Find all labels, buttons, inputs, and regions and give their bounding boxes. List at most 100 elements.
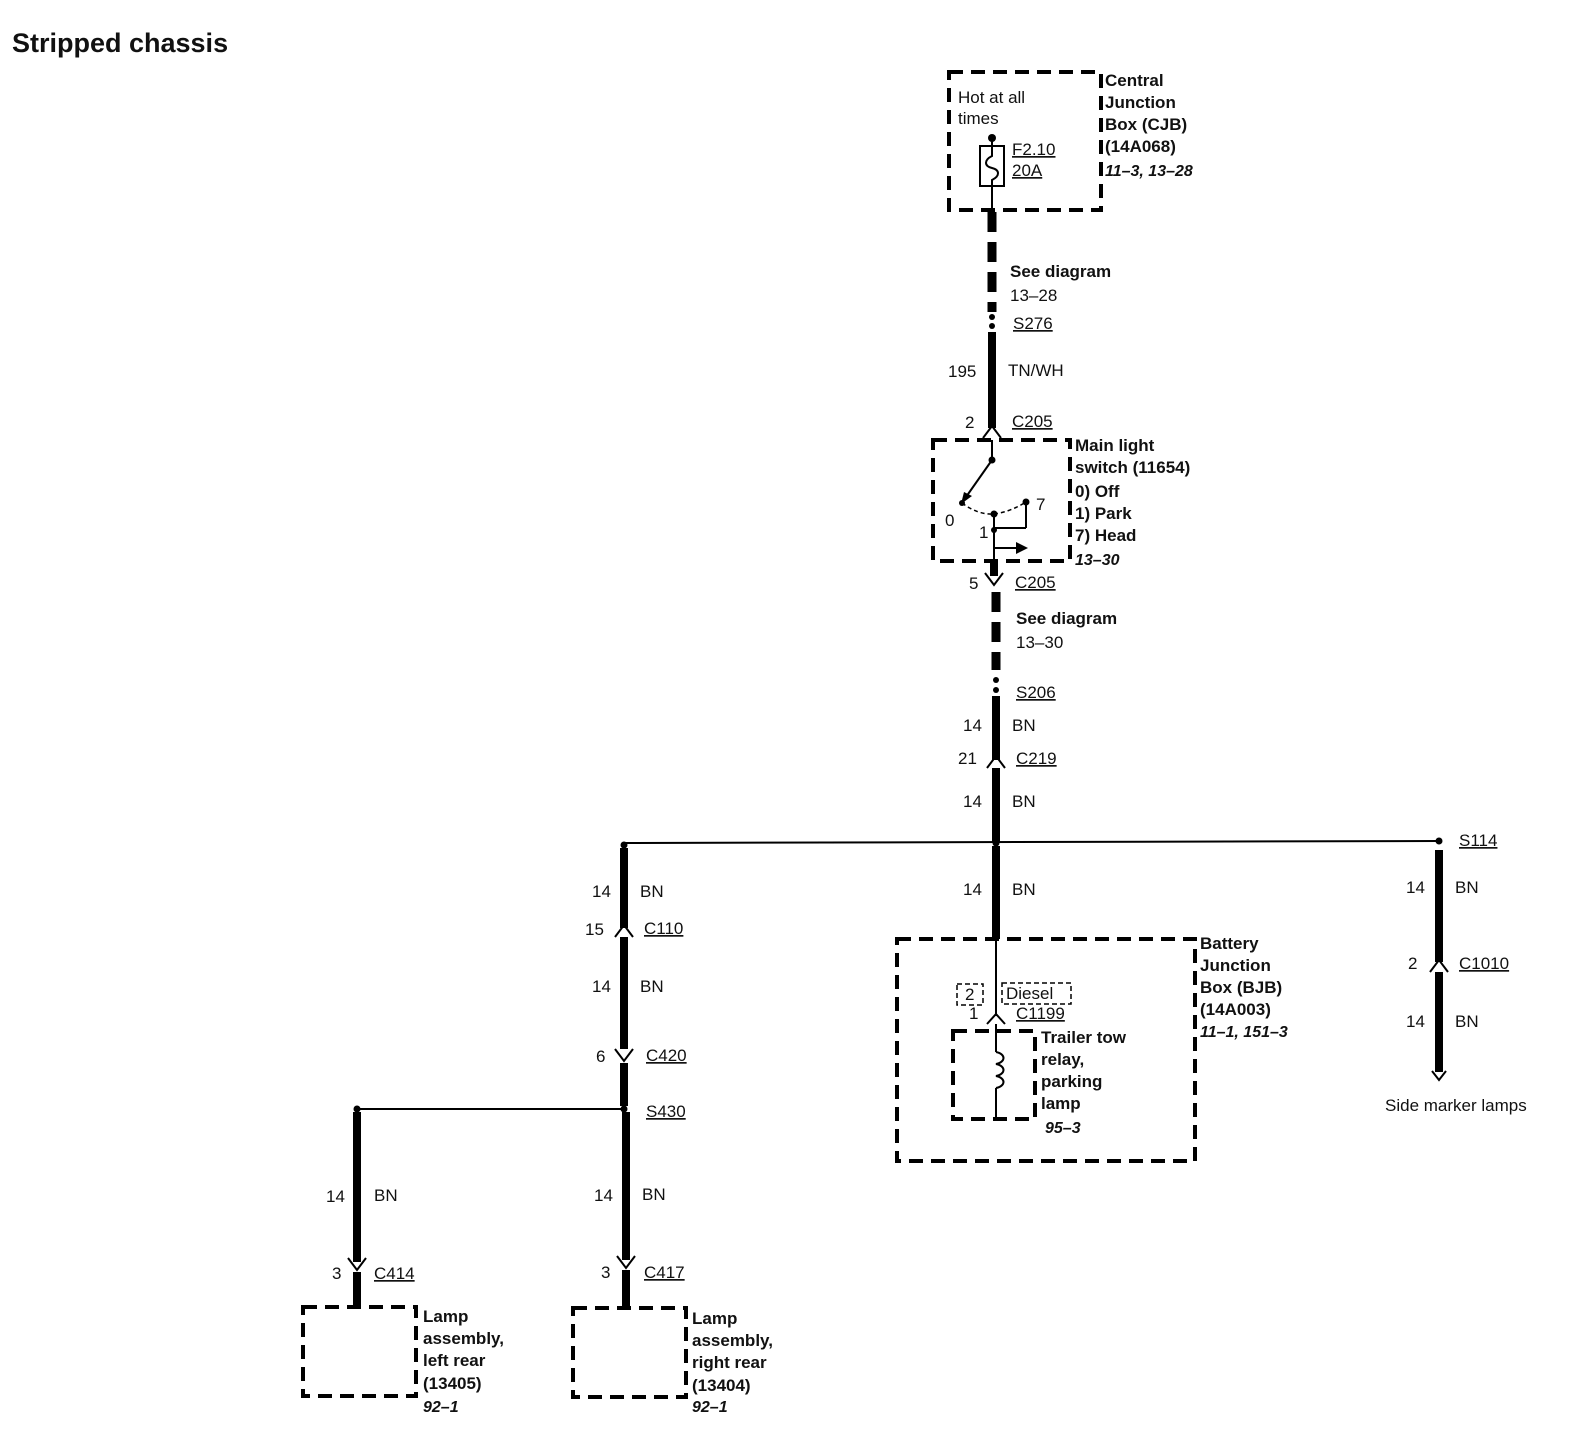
lamp-right-name-1: Lamp (692, 1309, 737, 1328)
right-wire-2-gauge: 14 (1406, 1012, 1425, 1031)
continues-arrow-icon (1431, 1070, 1447, 1082)
c1010-label: C1010 (1459, 954, 1509, 973)
c414-pin: 3 (332, 1264, 341, 1283)
right-wire-1-gauge: 14 (1406, 878, 1425, 897)
bjb-name-1: Battery (1200, 934, 1259, 953)
left-wire-1-gauge: 14 (592, 882, 611, 901)
cjb-name-4: (14A068) (1105, 137, 1176, 156)
cjb-outline (947, 70, 1103, 212)
see-diagram-2-line1: See diagram (1016, 609, 1117, 628)
bjb-ref: 11–1, 151–3 (1200, 1024, 1288, 1041)
lamp-left-outline (301, 1305, 418, 1398)
wire-b-gauge: 14 (963, 792, 982, 811)
cjb-hot-label-2: times (958, 109, 999, 128)
bjb-option-number: 2 (965, 985, 974, 1004)
main-switch-ref: 13–30 (1075, 552, 1120, 569)
c420-pin: 6 (596, 1047, 605, 1066)
lamp-left-name-1: Lamp (423, 1307, 468, 1326)
relay-name-3: parking (1041, 1072, 1102, 1091)
central-junction-box: Hot at all times F2.10 20A Central Junct… (947, 70, 1193, 212)
lamp-left-name-3: left rear (423, 1351, 486, 1370)
c110-label: C110 (644, 919, 683, 938)
bjb-name-3: Box (BJB) (1200, 978, 1282, 997)
splice-s276-label: S276 (1013, 314, 1053, 333)
splice-s114 (1435, 837, 1443, 845)
c205-bottom-label: C205 (1015, 573, 1056, 592)
lamp-right-outline (571, 1306, 688, 1399)
left-wire-1-color: BN (640, 882, 664, 901)
splice-s430-label: S430 (646, 1102, 686, 1121)
switch-blade (965, 459, 993, 498)
c219-pin: 21 (958, 749, 977, 768)
lamp-right-wire-color: BN (642, 1185, 666, 1204)
side-marker-label: Side marker lamps (1385, 1096, 1527, 1115)
c219-label: C219 (1016, 749, 1057, 768)
lamp-right-name-3: right rear (692, 1353, 767, 1372)
wire-195-color: TN/WH (1008, 361, 1064, 380)
connector-c417-icon (616, 1255, 636, 1270)
splice-s206 (993, 687, 999, 693)
lamp-right-name-4: (13404) (692, 1376, 751, 1395)
relay-ref: 95–3 (1045, 1120, 1081, 1137)
see-diagram-2-line2: 13–30 (1016, 633, 1063, 652)
lamp-left-ref: 92–1 (423, 1399, 459, 1416)
connector-c205-bottom-icon (984, 572, 1004, 587)
see-diagram-1-line1: See diagram (1010, 262, 1111, 281)
bus-line (623, 840, 1440, 844)
main-light-switch: 0 1 7 Main light switch (11654) 0) Off 1… (931, 436, 1190, 569)
lamp-left-wire-gauge: 14 (326, 1187, 345, 1206)
c205-top-pin: 2 (965, 413, 974, 432)
c414-label: C414 (374, 1264, 415, 1283)
c205-bottom-pin: 5 (969, 574, 978, 593)
cjb-hot-label-1: Hot at all (958, 88, 1025, 107)
switch-pos-7: 7 (1036, 495, 1045, 514)
wire-195-gauge: 195 (948, 362, 976, 381)
main-switch-name-2: switch (11654) (1075, 458, 1190, 477)
main-switch-outline (931, 438, 1072, 563)
splice-s206-label: S206 (1016, 683, 1056, 702)
c1010-pin: 2 (1408, 954, 1417, 973)
wire-b-color: BN (1012, 792, 1036, 811)
connector-c110-icon (614, 923, 634, 938)
left-wire-2-color: BN (640, 977, 664, 996)
connector-c420-icon (614, 1048, 634, 1063)
c1199-pin: 1 (969, 1004, 978, 1023)
bjb-name-2: Junction (1200, 956, 1271, 975)
center-wire-gauge: 14 (963, 880, 982, 899)
connector-c205-top-icon (982, 424, 1002, 439)
connector-c1199-icon (986, 1012, 1006, 1025)
lamp-left-name-2: assembly, (423, 1329, 504, 1348)
fuse-rating: 20A (1012, 161, 1043, 180)
cjb-name-3: Box (CJB) (1105, 115, 1187, 134)
bjb-option-tag (1001, 982, 1072, 1005)
relay-name-2: relay, (1041, 1050, 1084, 1069)
c417-pin: 3 (601, 1263, 610, 1282)
wire-a-gauge: 14 (963, 716, 982, 735)
lamp-left-name-4: (13405) (423, 1374, 482, 1393)
main-switch-name-3: 0) Off (1075, 482, 1120, 501)
lamp-right-name-2: assembly, (692, 1331, 773, 1350)
cjb-ref: 11–3, 13–28 (1105, 163, 1193, 180)
fuse-id: F2.10 (1012, 140, 1055, 159)
fuse-icon (979, 145, 1005, 187)
center-wire-color: BN (1012, 880, 1036, 899)
connector-c219-icon (986, 754, 1006, 769)
wire-a-color: BN (1012, 716, 1036, 735)
left-wire-2-gauge: 14 (592, 977, 611, 996)
see-diagram-1-line2: 13–28 (1010, 286, 1057, 305)
relay-outline (951, 1029, 1037, 1121)
bjb-option-box (956, 983, 984, 1006)
main-switch-name-5: 7) Head (1075, 526, 1136, 545)
bjb-name-4: (14A003) (1200, 1000, 1271, 1019)
connector-c414-icon (347, 1257, 367, 1272)
relay-name-4: lamp (1041, 1094, 1081, 1113)
c1199-label: C1199 (1016, 1004, 1065, 1023)
right-wire-1-color: BN (1455, 878, 1479, 897)
switch-pos-1: 1 (979, 523, 988, 542)
bjb-outline (895, 937, 1197, 1163)
lamp-right-ref: 92–1 (692, 1399, 728, 1416)
main-switch-name-1: Main light (1075, 436, 1155, 455)
bjb-option-label: Diesel (1006, 984, 1053, 1003)
page-title: Stripped chassis (12, 28, 228, 58)
